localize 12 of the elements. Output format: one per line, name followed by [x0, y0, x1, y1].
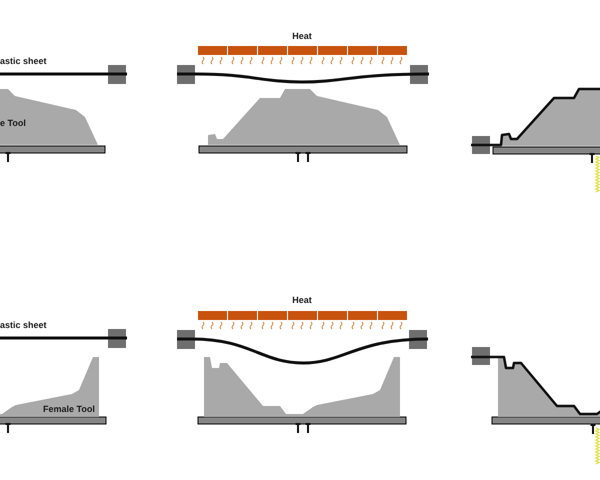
male-mold — [0, 89, 98, 145]
female-mold — [204, 357, 400, 417]
male-mold — [502, 90, 600, 146]
female-mold — [498, 357, 600, 417]
tool-label: e Tool — [0, 119, 26, 128]
sheet-label: astic sheet — [0, 321, 47, 330]
tool-label: Female Tool — [43, 405, 95, 414]
female-mold — [0, 357, 99, 417]
male-mold — [208, 89, 400, 145]
heat-label: Heat — [292, 32, 312, 41]
heat-label: Heat — [292, 296, 312, 305]
sheet-label: astic sheet — [0, 57, 47, 66]
